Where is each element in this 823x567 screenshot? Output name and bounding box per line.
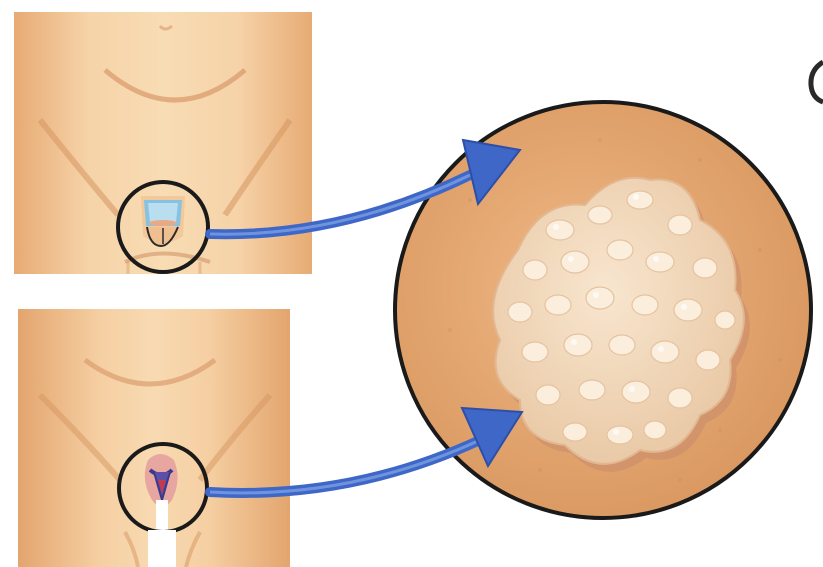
cropped-mark xyxy=(811,62,823,102)
female-torso-panel xyxy=(18,309,290,567)
male-genital-region xyxy=(141,196,185,246)
magnified-lesion-view xyxy=(395,102,811,518)
